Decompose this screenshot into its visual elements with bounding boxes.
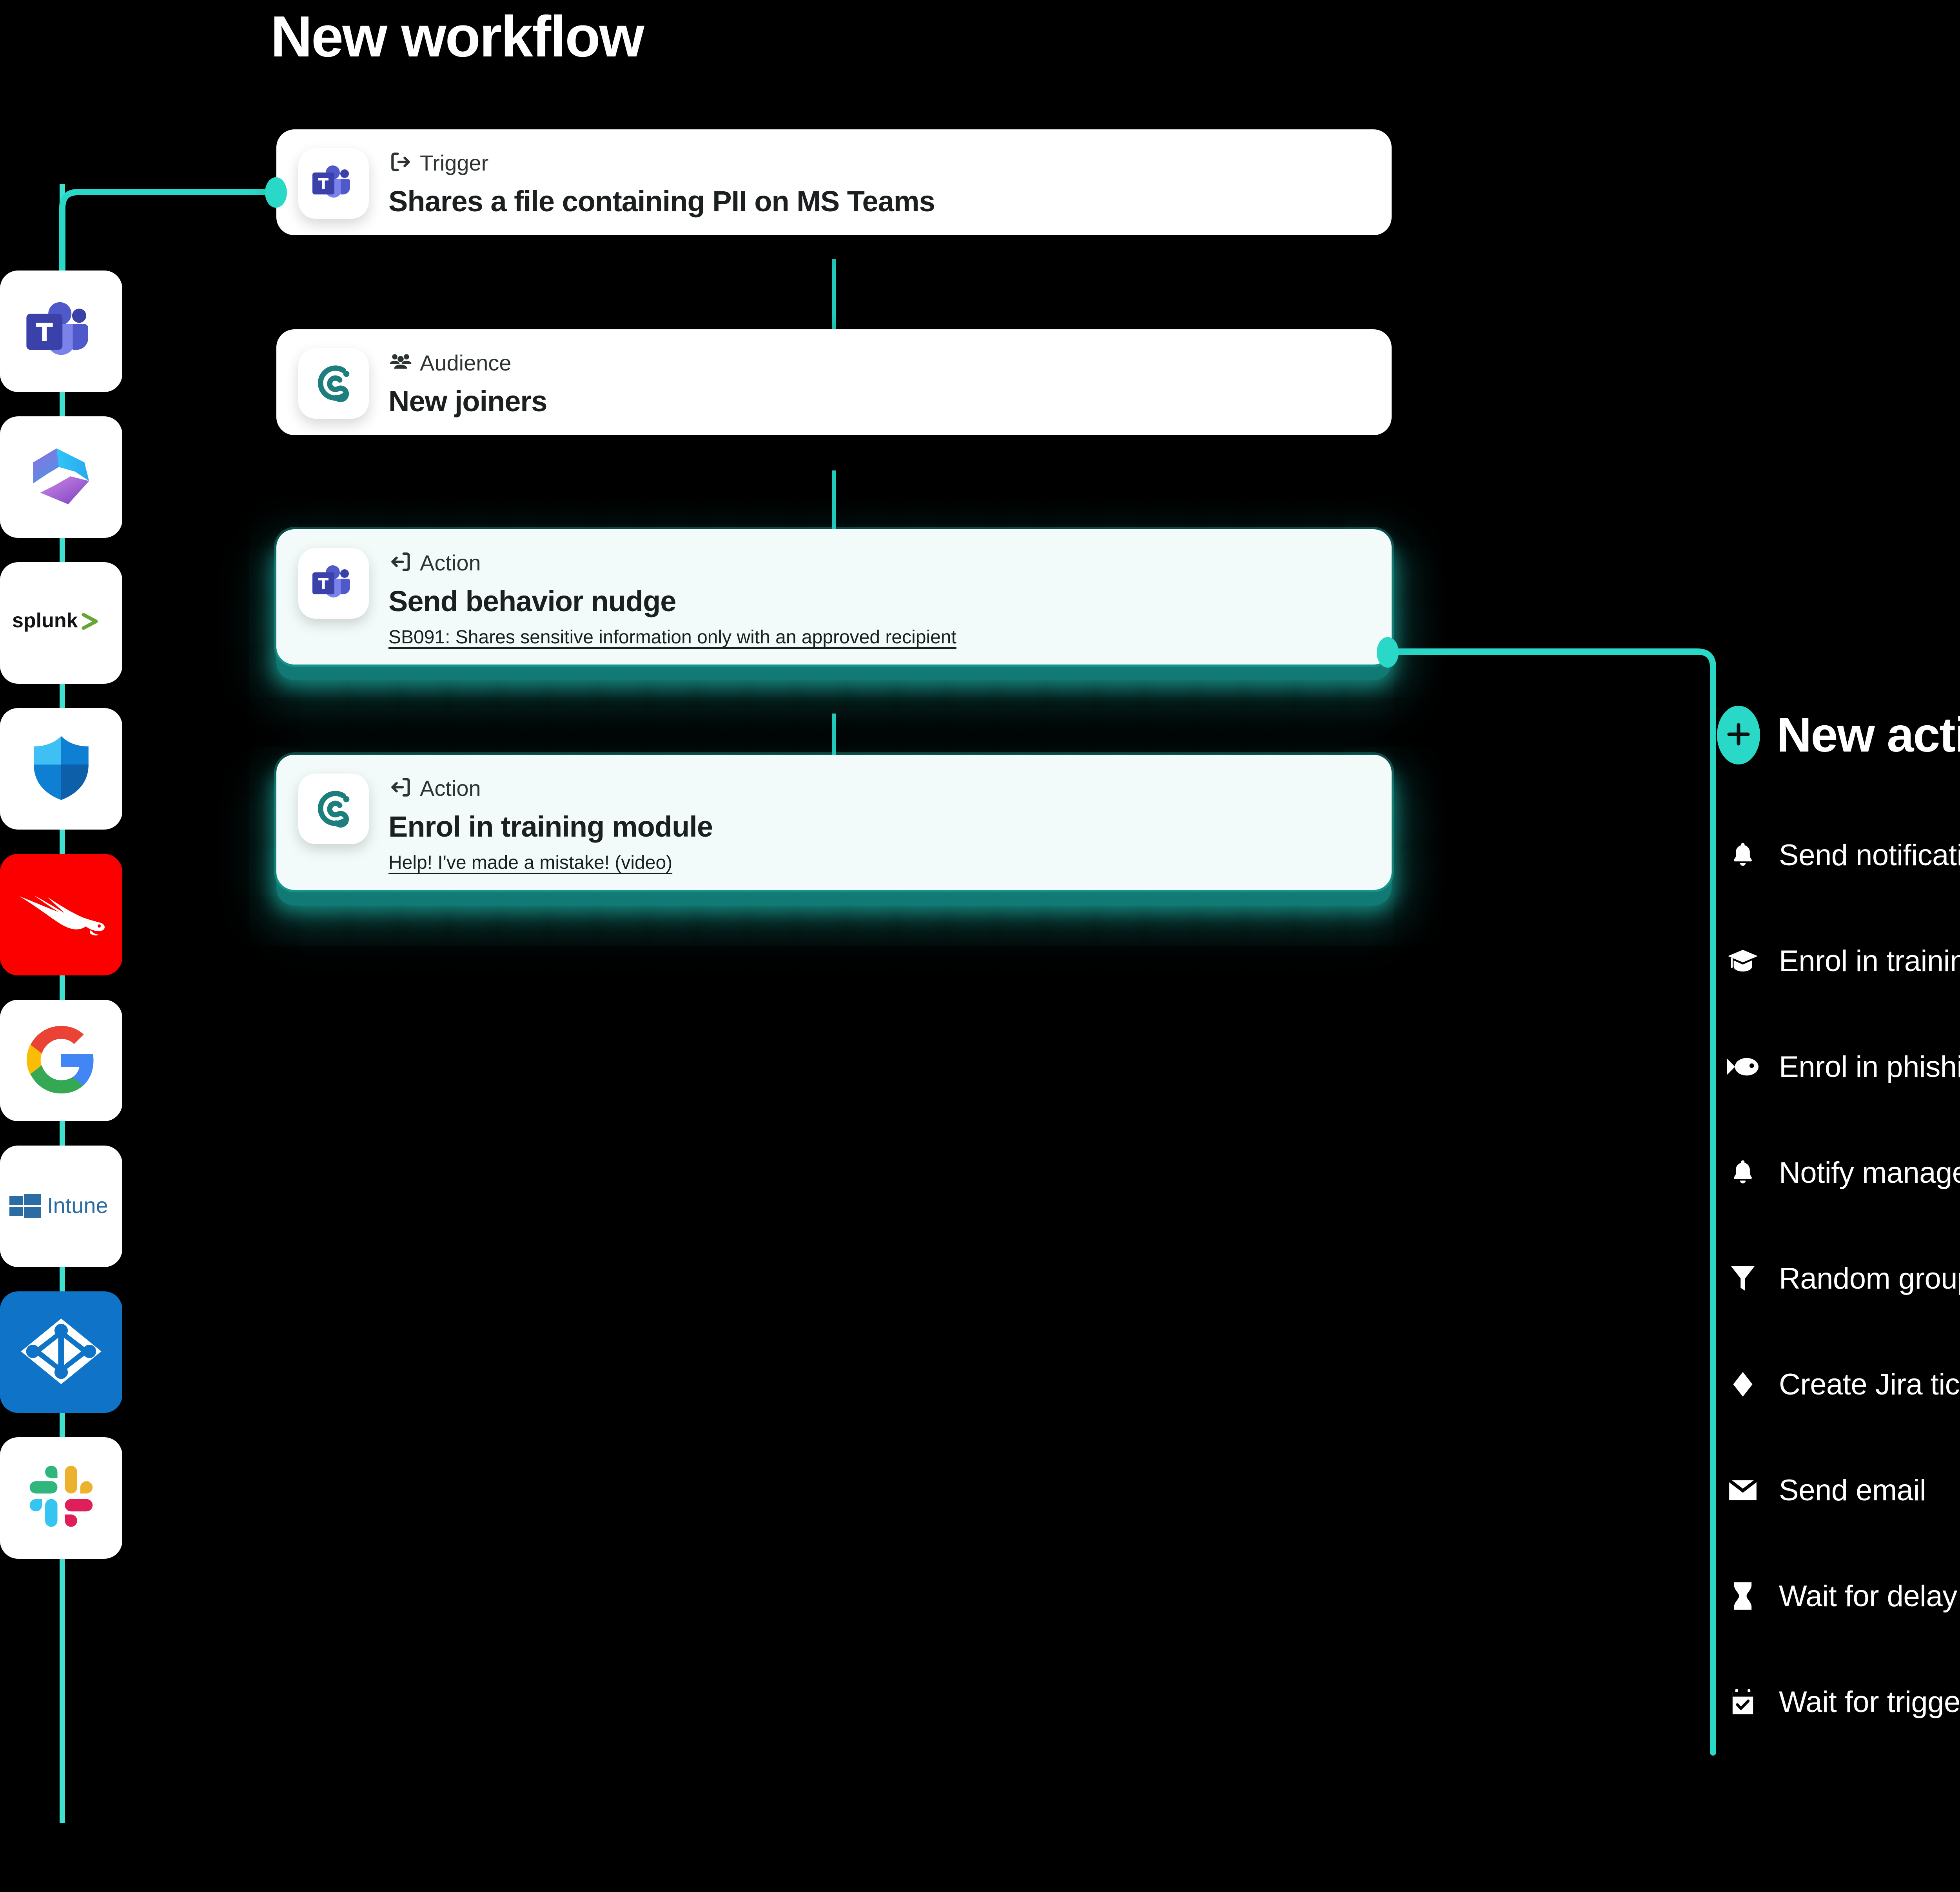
login-arrow-icon <box>388 775 413 801</box>
rail-item-microsoft-defender[interactable] <box>0 708 122 830</box>
step-title: Send behavior nudge <box>388 585 676 617</box>
new-action-item-label: Enrol in training module <box>1779 944 1960 978</box>
rail-item-crowdstrike[interactable] <box>0 854 122 975</box>
step-title: New joiners <box>388 385 547 418</box>
step-subtitle-link[interactable]: Help! I've made a mistake! (video) <box>388 852 673 873</box>
integration-rail: splunk <box>0 271 122 1559</box>
new-action-title: New action <box>1777 708 1960 762</box>
google-icon <box>27 1025 96 1096</box>
login-arrow-icon <box>388 550 413 576</box>
plus-icon <box>1724 720 1753 750</box>
microsoft-teams-icon <box>309 163 359 204</box>
microsoft-teams-icon <box>20 299 102 364</box>
svg-text:Intune: Intune <box>47 1193 108 1218</box>
step-title: Enrol in training module <box>388 810 713 843</box>
connector-action-to-new-action <box>1388 647 1717 1756</box>
step-kicker-label: Action <box>420 776 481 801</box>
funnel-icon <box>1719 1264 1766 1293</box>
cultureai-icon <box>312 786 356 832</box>
page-title: New workflow <box>270 4 644 69</box>
workflow-flow: Trigger Shares a file containing PII on … <box>276 129 1392 890</box>
new-action-item-send-notification[interactable]: Send notification <box>1717 802 1960 908</box>
rail-item-azure-active-directory[interactable] <box>0 1291 122 1413</box>
cultureai-icon <box>312 361 356 407</box>
microsoft-365-icon <box>24 439 98 516</box>
new-action-item-label: Random group assignment <box>1779 1262 1960 1295</box>
rail-item-slack[interactable] <box>0 1437 122 1559</box>
step-kicker: Action <box>388 550 956 576</box>
step-kicker: Action <box>388 775 713 801</box>
step-app-badge <box>298 548 369 619</box>
new-action-item-wait-for-trigger[interactable]: Wait for trigger <box>1717 1649 1960 1755</box>
new-action-item-create-jira-ticket[interactable]: Create Jira ticket <box>1717 1331 1960 1437</box>
svg-text:splunk: splunk <box>12 609 78 632</box>
new-action-item-enrol-in-training-module[interactable]: Enrol in training module <box>1717 908 1960 1014</box>
step-title: Shares a file containing PII on MS Teams <box>388 185 935 218</box>
new-action-panel: New action Send notification Enrol in tr… <box>1717 706 1960 1755</box>
new-action-item-label: Send notification <box>1779 838 1960 872</box>
new-action-item-wait-for-delay[interactable]: Wait for delay <box>1717 1543 1960 1649</box>
new-action-item-random-group-assignment[interactable]: Random group assignment <box>1717 1226 1960 1331</box>
calendar-check-icon <box>1719 1687 1766 1716</box>
rail-item-microsoft-teams[interactable] <box>0 271 122 392</box>
workflow-step-action-nudge[interactable]: Action Send behavior nudge SB091: Shares… <box>276 529 1392 665</box>
step-app-badge <box>298 348 369 419</box>
intune-icon: Intune <box>8 1190 114 1223</box>
new-action-item-label: Wait for trigger <box>1779 1685 1960 1719</box>
logout-arrow-icon <box>388 150 413 176</box>
flow-spine-1 <box>832 259 836 353</box>
workflow-step-trigger[interactable]: Trigger Shares a file containing PII on … <box>276 129 1392 235</box>
new-action-item-label: Enrol in phishing simulation <box>1779 1050 1960 1084</box>
diamond-icon <box>1719 1371 1766 1398</box>
hourglass-icon <box>1719 1581 1766 1611</box>
workflow-step-action-training[interactable]: Action Enrol in training module Help! I'… <box>276 755 1392 890</box>
connector-dot-action <box>1377 637 1399 668</box>
add-action-button[interactable] <box>1717 706 1760 764</box>
new-action-list: Send notification Enrol in training modu… <box>1717 802 1960 1755</box>
rail-item-intune[interactable]: Intune <box>0 1146 122 1267</box>
step-kicker-label: Audience <box>420 350 512 375</box>
connector-rail-to-trigger <box>59 169 286 289</box>
new-action-item-notify-manager[interactable]: Notify manager <box>1717 1120 1960 1226</box>
new-action-item-label: Wait for delay <box>1779 1579 1957 1613</box>
step-kicker-label: Action <box>420 550 481 575</box>
step-subtitle-link[interactable]: SB091: Shares sensitive information only… <box>388 627 956 648</box>
flow-spine-2 <box>832 470 836 565</box>
fish-icon <box>1719 1056 1766 1078</box>
new-action-item-enrol-in-phishing-simulation[interactable]: Enrol in phishing simulation <box>1717 1014 1960 1120</box>
step-app-badge <box>298 774 369 844</box>
envelope-icon <box>1719 1479 1766 1502</box>
graduation-cap-icon <box>1719 948 1766 973</box>
slack-icon <box>28 1464 94 1532</box>
splunk-icon: splunk <box>12 608 110 638</box>
azure-active-directory-icon <box>16 1314 106 1391</box>
people-group-icon <box>388 350 413 376</box>
new-action-item-label: Create Jira ticket <box>1779 1367 1960 1401</box>
new-action-item-send-email[interactable]: Send email <box>1717 1437 1960 1543</box>
workflow-step-audience[interactable]: Audience New joiners <box>276 329 1392 435</box>
microsoft-defender-shield-icon <box>25 732 98 806</box>
step-kicker: Audience <box>388 350 547 376</box>
step-kicker: Trigger <box>388 150 935 176</box>
new-action-header: New action <box>1717 706 1960 764</box>
crowdstrike-falcon-icon <box>12 884 110 945</box>
step-app-badge <box>298 148 369 219</box>
rail-item-splunk[interactable]: splunk <box>0 562 122 684</box>
rail-item-microsoft-365[interactable] <box>0 416 122 538</box>
connector-dot-trigger <box>265 177 287 208</box>
microsoft-teams-icon <box>309 563 359 604</box>
bell-icon <box>1719 1158 1766 1187</box>
step-kicker-label: Trigger <box>420 151 489 175</box>
bell-icon <box>1719 841 1766 870</box>
rail-item-google[interactable] <box>0 1000 122 1121</box>
new-action-item-label: Notify manager <box>1779 1156 1960 1189</box>
new-action-item-label: Send email <box>1779 1473 1926 1507</box>
